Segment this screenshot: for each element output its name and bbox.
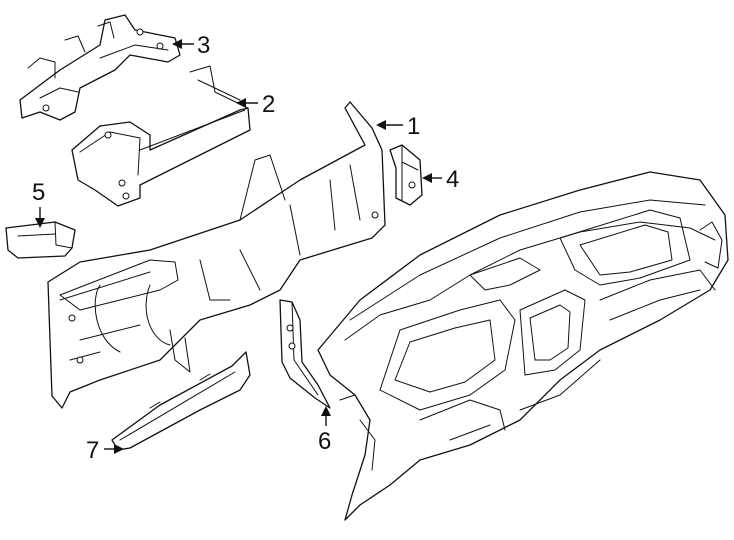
part-1-cross-car-beam bbox=[47, 101, 386, 409]
part-4-bracket bbox=[389, 144, 423, 206]
callout-2: 2 bbox=[262, 91, 275, 118]
callout-7: 7 bbox=[86, 437, 99, 464]
callout-leaders bbox=[35, 39, 442, 454]
part-3-bracket bbox=[19, 14, 181, 121]
part-2-bracket bbox=[71, 65, 251, 207]
part-5-bracket bbox=[5, 221, 76, 259]
callout-4: 4 bbox=[446, 166, 459, 193]
callout-5: 5 bbox=[32, 179, 45, 206]
callout-3: 3 bbox=[197, 32, 210, 59]
callout-6: 6 bbox=[318, 428, 331, 455]
callout-1: 1 bbox=[407, 113, 420, 140]
part-6-bracket bbox=[279, 299, 331, 409]
instrument-panel bbox=[317, 171, 729, 521]
